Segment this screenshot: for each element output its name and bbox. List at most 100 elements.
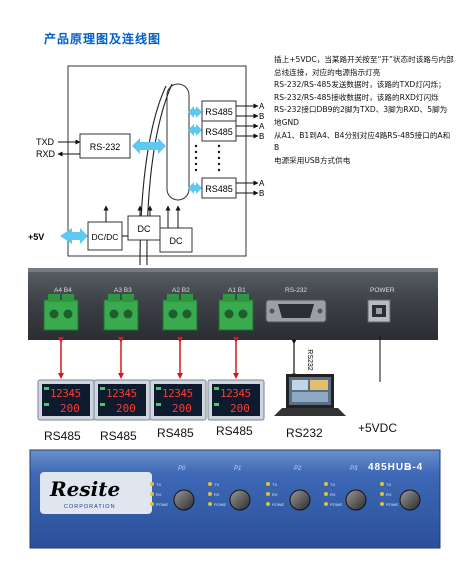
note-item: RS-232/RS-485发送数据时，该路的TXD灯闪烁；RS-232/RS-4… xyxy=(274,80,446,102)
led-label-rx: RX xyxy=(272,492,278,497)
led-label-tx: TX xyxy=(272,482,277,487)
led-label-tx: TX xyxy=(330,482,335,487)
rs485-meter: 12345 200 xyxy=(149,379,207,421)
led-label-powe: POWE xyxy=(156,502,169,507)
rs232-block-label: RS-232 xyxy=(90,142,121,152)
laptop-icon xyxy=(274,374,346,416)
back-panel xyxy=(28,268,438,340)
meter-digits-top: 12345 xyxy=(106,387,137,400)
rs485-block-4-label: RS485 xyxy=(205,184,233,194)
rs485-block-2-label: RS485 xyxy=(205,127,233,137)
rs232-port-label: RS-232 xyxy=(285,287,308,294)
rs485-2-bus-arrow xyxy=(188,124,202,136)
meter-digits-bottom: 200 xyxy=(116,402,136,415)
meter-digits-bottom: 200 xyxy=(172,402,192,415)
led-label-powe: POWE xyxy=(386,502,399,507)
meter-digits-top: 12345 xyxy=(220,387,251,400)
dcdc-block xyxy=(87,221,123,251)
port-a-label: A xyxy=(259,179,265,188)
meter-digits-bottom: 200 xyxy=(230,402,250,415)
rs485-block-4 xyxy=(201,177,237,199)
usb-power-port[interactable] xyxy=(367,299,391,323)
meter-digits-top: 12345 xyxy=(50,387,81,400)
led-label-rx: RX xyxy=(386,492,392,497)
led-label-rx: RX xyxy=(156,492,162,497)
rs485-1-bus-arrow xyxy=(188,106,202,118)
led-label-powe: POWE xyxy=(214,502,227,507)
power-supply-label: +5VDC xyxy=(358,421,398,435)
rs485-meter: 12345 200 xyxy=(93,379,151,421)
channel-button-p1[interactable] xyxy=(229,489,251,511)
port-a-label: A xyxy=(259,122,265,131)
channel-button-p2[interactable] xyxy=(289,489,311,511)
note-item: RS-232接口DB9的2脚为TXD、3脚为RXD、5脚为地GND xyxy=(274,105,448,127)
meter-label-4: RS485 xyxy=(216,424,253,438)
txd-label: TXD xyxy=(36,137,55,147)
channel-button-p4[interactable] xyxy=(399,489,421,511)
meter-digits-top: 12345 xyxy=(162,387,193,400)
rs485-terminal-p1[interactable] xyxy=(218,294,254,331)
rs485-terminal-p2[interactable] xyxy=(162,294,198,331)
page-title: 产品原理图及连线图 xyxy=(44,32,162,46)
rxd-label: RXD xyxy=(36,149,56,159)
rs485-block-1-label: RS485 xyxy=(205,107,233,117)
dc-up-arrows xyxy=(103,205,181,228)
connection-diagram: RS232 12345 200 12345 200 12345 200 1234… xyxy=(37,336,381,421)
dcdc-block-label: DC/DC xyxy=(92,232,119,242)
led-label-rx: RX xyxy=(330,492,336,497)
channel-label-p0: P0 xyxy=(178,466,186,472)
port-a-label: A xyxy=(259,102,265,111)
rs485-terminal-p4[interactable] xyxy=(43,294,79,331)
channel-button-p0[interactable] xyxy=(173,489,195,511)
ellipsis-dots xyxy=(194,144,221,172)
dc-block-back-label: DC xyxy=(138,224,151,234)
port-label-p4: A4 B4 xyxy=(54,287,72,294)
meter-label-1: RS485 xyxy=(44,429,81,443)
power-port-label: POWER xyxy=(370,287,395,294)
led-label-powe: POWE xyxy=(272,502,285,507)
note-item: 插上+5VDC，当某路开关按至“开”状态时该路与内部总线连接，对应的电源指示灯亮 xyxy=(274,55,454,77)
hub-model-label: 485HUB-4 xyxy=(368,462,424,473)
rs485-meter: 12345 200 xyxy=(207,379,265,421)
rs485-link-arrows xyxy=(58,337,239,379)
channel-label-p2: P2 xyxy=(294,466,302,472)
led-label-tx: TX xyxy=(386,482,391,487)
rs485-terminal-p3[interactable] xyxy=(103,294,139,331)
rs232-bus-arrow xyxy=(132,138,166,154)
db9-port[interactable] xyxy=(265,299,327,323)
laptop-label: RS232 xyxy=(286,426,323,440)
port-b-label: B xyxy=(259,189,264,198)
rs485-meter: 12345 200 xyxy=(37,379,95,421)
channel-button-p3[interactable] xyxy=(345,489,367,511)
dc-block-back xyxy=(127,215,161,241)
dc-block-front-label: DC xyxy=(170,236,183,246)
rs232-block xyxy=(79,133,131,159)
port-label-p3: A3 B3 xyxy=(114,287,132,294)
channel-label-p3: P3 xyxy=(350,466,358,472)
meter-label-3: RS485 xyxy=(157,426,194,440)
port-label-p2: A2 B2 xyxy=(172,287,190,294)
brand-logo: Resite xyxy=(49,477,120,501)
note-item: 从A1、B1到A4、B4分别对应4路RS-485接口的A和B xyxy=(274,130,451,153)
rs232-cable-label: RS232 xyxy=(306,349,313,371)
led-label-powe: POWE xyxy=(330,502,343,507)
note-item: 电源采用USB方式供电 xyxy=(274,155,351,165)
status-leds xyxy=(150,482,384,506)
rs485-block-2 xyxy=(201,120,237,142)
rs485-4-bus-arrow xyxy=(188,182,202,194)
channel-label-p1: P1 xyxy=(234,466,241,472)
brand-subtitle: CORPORATION xyxy=(64,504,116,510)
notes-text: 插上+5VDC，当某路开关按至“开”状态时该路与内部总线连接，对应的电源指示灯亮… xyxy=(274,54,454,167)
meter-digits-bottom: 200 xyxy=(60,402,80,415)
led-label-tx: TX xyxy=(214,482,219,487)
ab-output-lines xyxy=(236,103,259,196)
dc-block-front xyxy=(159,227,193,253)
meter-label-2: RS485 xyxy=(100,429,137,443)
internal-bus xyxy=(166,83,190,201)
led-label-rx: RX xyxy=(214,492,220,497)
led-label-tx: TX xyxy=(156,482,161,487)
hub-device: P0 P1 P2 P3 P4 TX RX POWE TX RX POWE TX … xyxy=(29,449,441,549)
schematic-diagram: RS-232 TXD RXD RS485 RS485 RS485 A B A B… xyxy=(28,65,265,266)
channel-label-p4: P4 xyxy=(404,466,412,472)
power-input-arrow xyxy=(60,228,88,244)
